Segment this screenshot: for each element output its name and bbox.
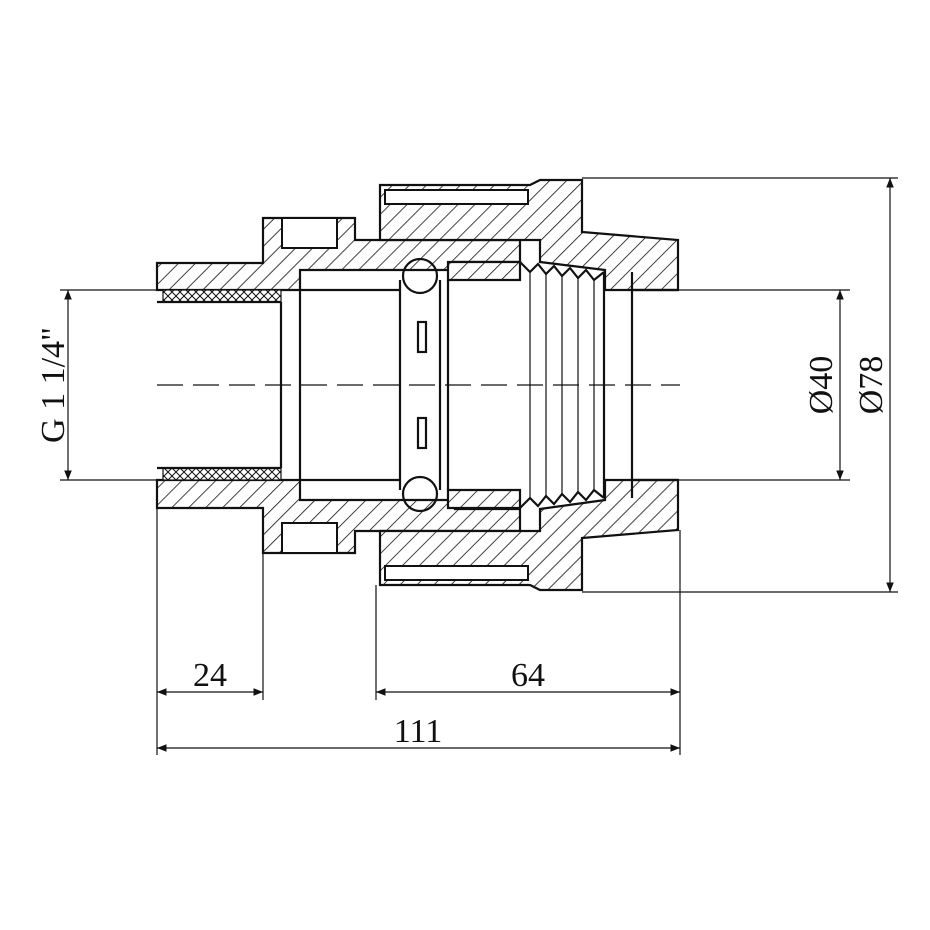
extension-lines xyxy=(60,177,898,755)
thread-size-label: G 1 1/4" xyxy=(35,327,72,443)
seal-assembly xyxy=(398,257,442,513)
total-length-label: 111 xyxy=(394,713,442,750)
outer-diameter-label: Ø78 xyxy=(853,356,890,415)
thread-length-label: 24 xyxy=(193,657,227,694)
pipe-bore xyxy=(300,288,678,482)
dimension-lines xyxy=(64,178,894,752)
nut-length-label: 64 xyxy=(511,657,545,694)
union-nut xyxy=(378,178,680,592)
fitting-body xyxy=(155,216,522,555)
inner-diameter-label: Ø40 xyxy=(803,356,840,415)
